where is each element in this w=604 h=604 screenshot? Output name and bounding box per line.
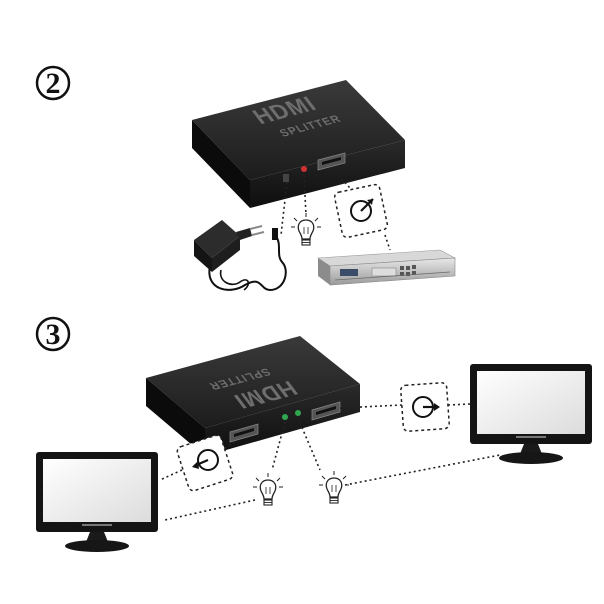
step-2-group: 2 HDMI SPLITTER: [35, 65, 457, 292]
hdmi-splitter-top: HDMI SPLITTER: [192, 80, 405, 208]
step-3-group: 3 HDMI SPLITTER: [35, 316, 592, 552]
tv-monitor-left: [36, 452, 158, 552]
step-2-label: 2: [46, 67, 61, 100]
led-indicator: [301, 166, 307, 172]
hdmi-connect-icon-right: [400, 382, 450, 432]
hdmi-connect-icon-left: [176, 434, 234, 492]
hdmi-output-port-2: [311, 401, 341, 421]
hdmi-connect-icon: [333, 183, 389, 239]
step-3-number: 3: [35, 316, 71, 352]
led-indicator-icon-2: [318, 470, 350, 504]
led-indicator-icon-1: [252, 472, 284, 506]
power-port: [283, 174, 289, 182]
step-2-number: 2: [35, 65, 71, 101]
stb-display: [340, 269, 358, 276]
power-adapter: [194, 220, 287, 292]
hdmi-output-port-1: [229, 423, 259, 443]
led-indicator-icon: [290, 212, 322, 246]
tv-monitor-right: [470, 364, 592, 464]
step-2-connections: [280, 174, 391, 251]
step-3-label: 3: [46, 318, 61, 351]
hdmi-input-port: [317, 152, 346, 171]
led-output-1: [282, 414, 288, 420]
set-top-box: [317, 249, 457, 286]
hdmi-splitter-bottom: HDMI SPLITTER: [146, 336, 360, 456]
led-output-2: [295, 410, 301, 416]
